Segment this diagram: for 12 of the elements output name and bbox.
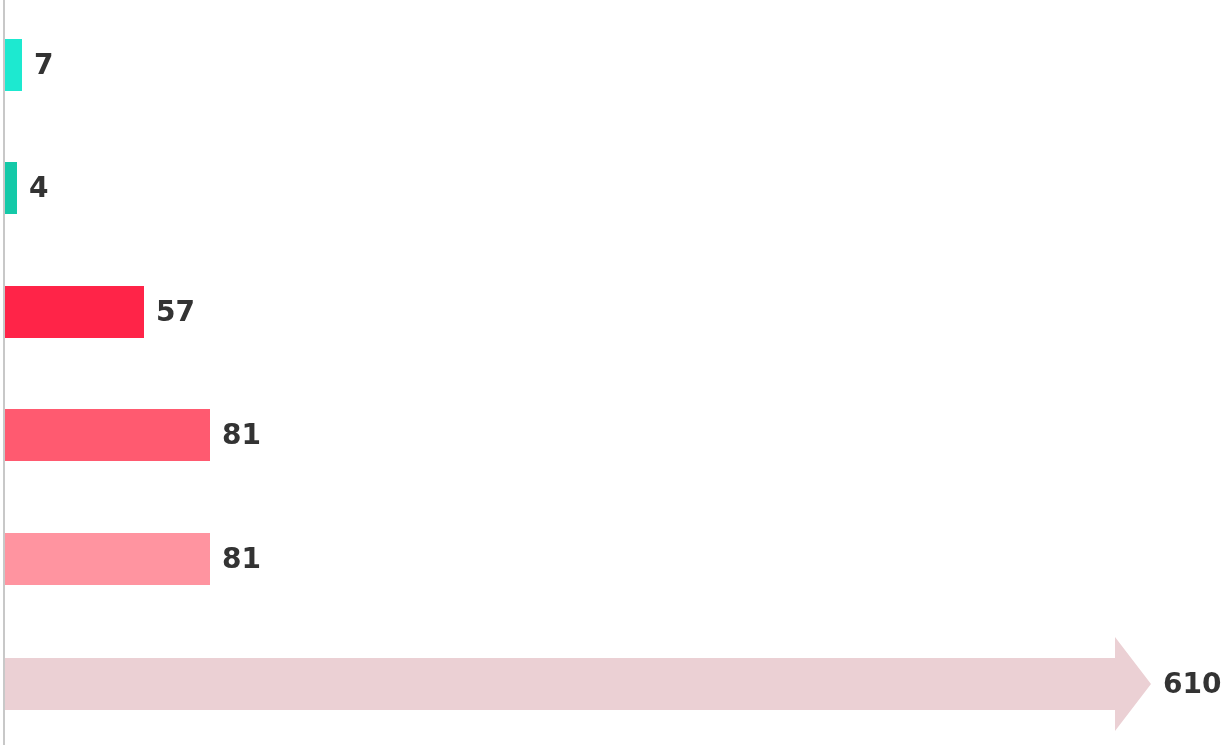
value-label: 7: [34, 48, 54, 82]
bar: [5, 533, 210, 585]
bar: [5, 162, 17, 214]
value-label: 81: [222, 418, 261, 452]
value-label: 610: [1163, 667, 1222, 701]
bar: [5, 286, 144, 338]
value-label: 4: [29, 171, 49, 205]
value-label: 57: [156, 295, 195, 329]
value-label: 81: [222, 542, 261, 576]
bar: [5, 409, 210, 461]
bar: [5, 39, 22, 91]
arrow-bar: [5, 637, 1151, 731]
